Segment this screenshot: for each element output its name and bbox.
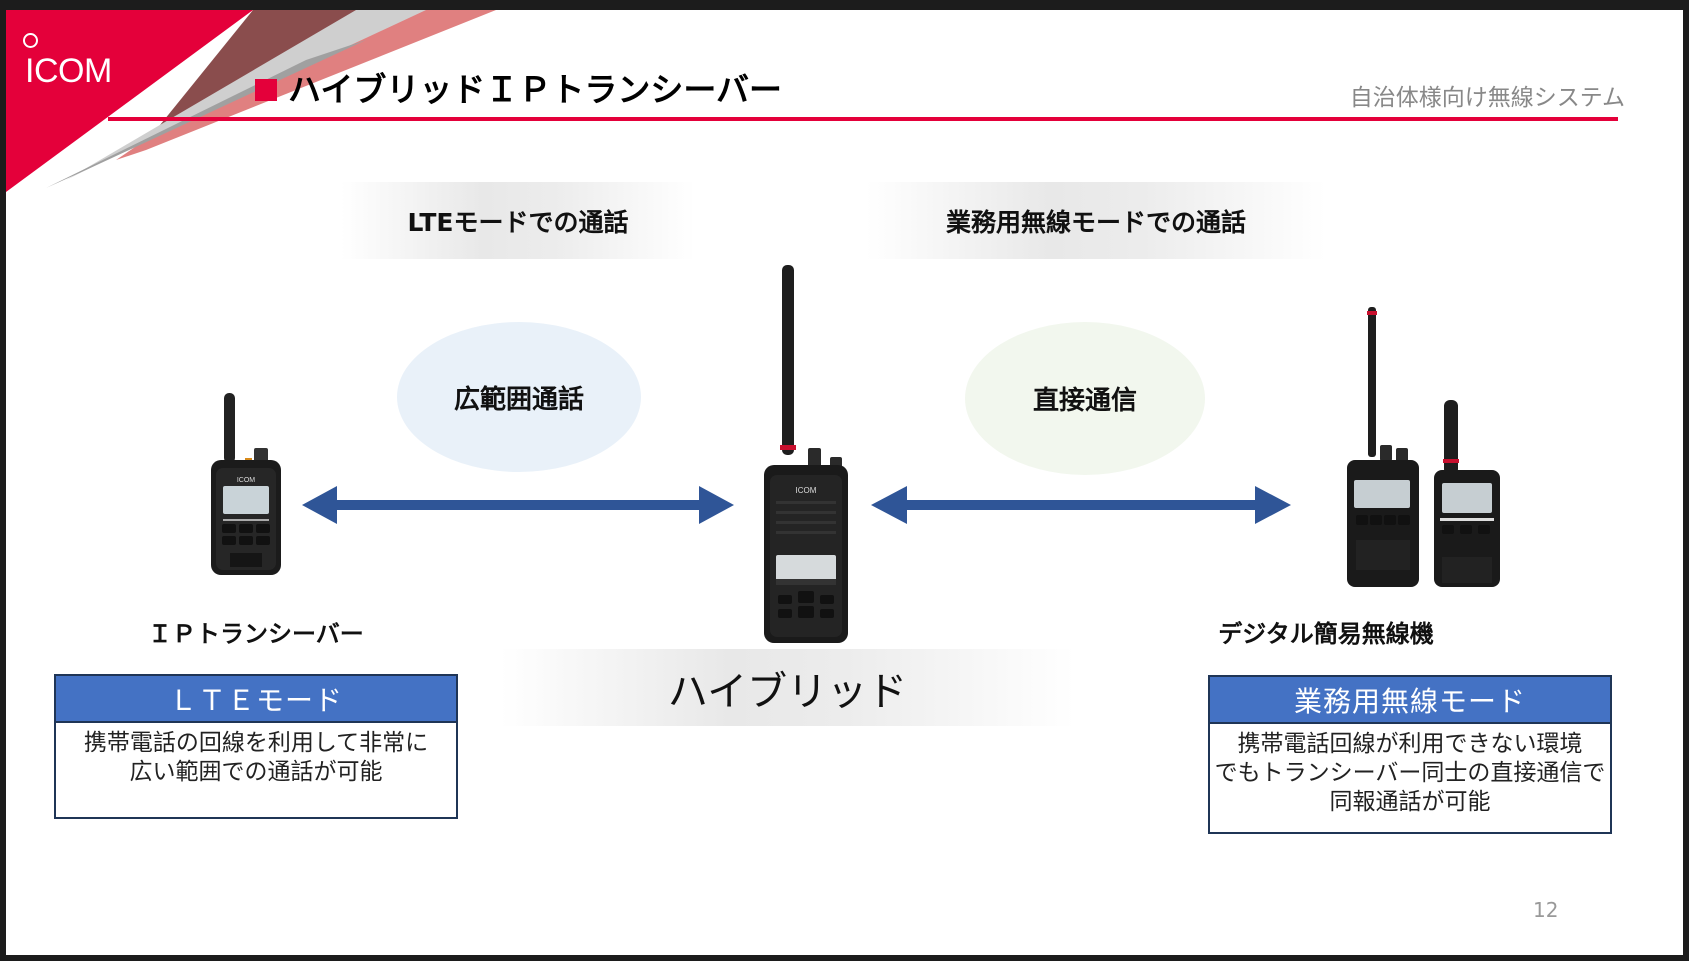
banner-business-call: 業務用無線モードでの通話: [866, 182, 1326, 259]
business-mode-description: 携帯電話回線が利用できない環境 でもトランシーバー同士の直接通信で 同報通話が可…: [1210, 724, 1610, 817]
ribbon-gray: [46, 40, 366, 188]
business-mode-line: 携帯電話回線が利用できない環境: [1237, 731, 1583, 757]
digital-radio-label: デジタル簡易無線機: [1218, 620, 1434, 648]
direct-comm-text: 直接通信: [1032, 386, 1137, 416]
banner-hybrid: ハイブリッド: [500, 649, 1075, 726]
business-mode-line: でもトランシーバー同士の直接通信で: [1214, 760, 1606, 786]
lte-mode-line: 携帯電話の回線を利用して非常に: [83, 730, 429, 756]
svg-text:ICOM: ICOM: [237, 477, 255, 484]
banner-business-call-text: 業務用無線モードでの通話: [945, 207, 1246, 237]
svg-text:ICOM: ICOM: [796, 486, 817, 495]
lte-mode-line: 広い範囲での通話が可能: [129, 759, 383, 785]
business-mode-box: 業務用無線モード 携帯電話回線が利用できない環境 でもトランシーバー同士の直接通…: [1208, 675, 1612, 834]
header-decoration: [6, 10, 496, 192]
direct-comm-bubble: 直接通信: [965, 322, 1205, 475]
double-arrow-left: [302, 486, 734, 524]
lte-mode-box: ＬＴＥモード 携帯電話の回線を利用して非常に 広い範囲での通話が可能: [54, 674, 458, 819]
title-underline: [108, 117, 1618, 121]
slide: ICOM ハイブリッドＩＰトランシーバー 自治体様向け無線システム LTEモード…: [6, 10, 1683, 955]
page-title: ハイブリッドＩＰトランシーバー: [288, 70, 783, 109]
page-number: 12: [1533, 898, 1559, 922]
business-mode-title: 業務用無線モード: [1210, 677, 1610, 724]
double-arrow-right: [871, 486, 1291, 524]
logo-ring-icon: [23, 33, 38, 48]
wide-area-text: 広範囲通話: [453, 384, 584, 415]
banner-lte-call: LTEモードでの通話: [341, 182, 695, 259]
ip-transceiver-label: ＩＰトランシーバー: [148, 620, 364, 648]
icom-logo: ICOM: [25, 52, 112, 90]
digital-radio-2: [1434, 400, 1500, 587]
wide-area-bubble: 広範囲通話: [397, 322, 641, 472]
business-mode-line: 同報通話が可能: [1329, 789, 1491, 815]
title-bullet-icon: [255, 79, 277, 101]
page-subtitle: 自治体様向け無線システム: [1349, 85, 1625, 111]
lte-mode-title: ＬＴＥモード: [56, 676, 456, 723]
digital-radio-1: [1347, 307, 1419, 587]
digital-radio-images: [1347, 307, 1500, 587]
red-triangle: [6, 10, 253, 192]
lte-mode-description: 携帯電話の回線を利用して非常に 広い範囲での通話が可能: [56, 723, 456, 787]
banner-lte-call-text: LTEモードでの通話: [407, 207, 629, 237]
hybrid-radio-image: ICOM: [764, 265, 848, 643]
ribbon-pink: [116, 10, 496, 160]
ip-transceiver-image: ICOM: [211, 393, 281, 575]
banner-hybrid-text: ハイブリッド: [667, 668, 908, 715]
